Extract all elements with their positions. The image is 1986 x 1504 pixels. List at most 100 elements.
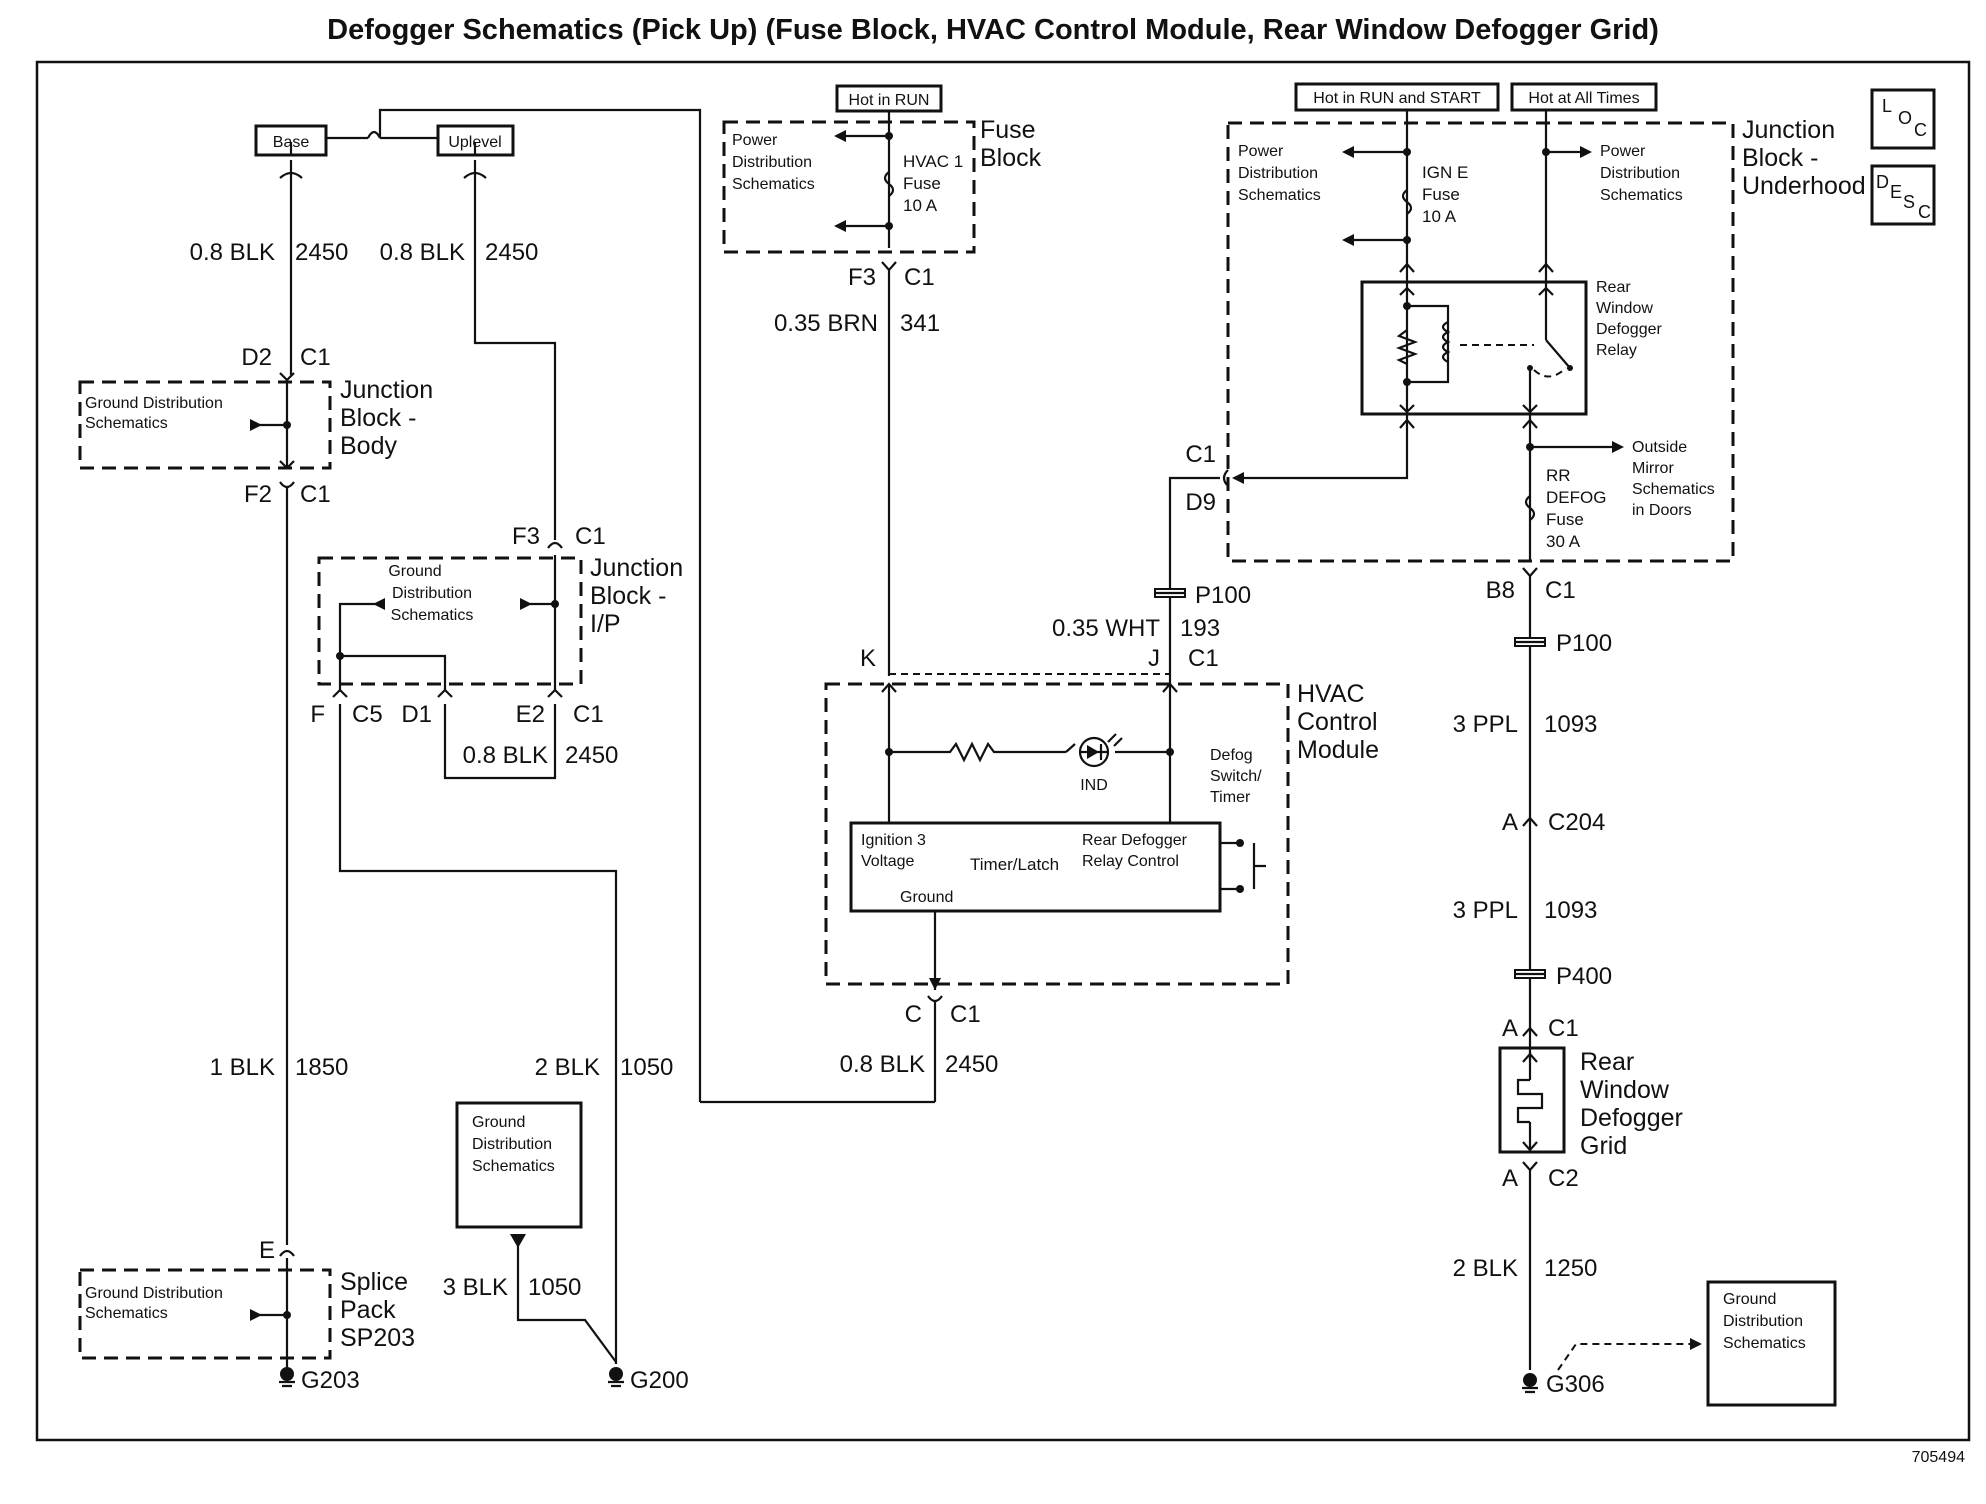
wire-label-gauge: 0.8 BLK [463, 742, 548, 769]
ground-distribution-box-right: Ground Distribution Schematics [1706, 1280, 1837, 1407]
wire-label-gauge: 1 BLK [210, 1054, 275, 1081]
svg-text:Splice: Splice [340, 1268, 408, 1296]
svg-text:Schematics: Schematics [1723, 1335, 1806, 1352]
svg-text:Rear Defogger: Rear Defogger [1082, 832, 1188, 849]
svg-text:Schematics: Schematics [1632, 481, 1715, 498]
svg-text:Block -: Block - [1742, 144, 1818, 172]
svg-text:Junction: Junction [340, 376, 433, 404]
svg-text:Schematics: Schematics [1238, 187, 1321, 204]
outer-frame [35, 60, 1971, 1442]
svg-text:Timer: Timer [1210, 789, 1251, 806]
svg-text:Hot in RUN and START: Hot in RUN and START [1313, 90, 1481, 107]
svg-text:C1: C1 [300, 481, 331, 508]
svg-text:C1: C1 [575, 523, 606, 550]
svg-text:Defogger: Defogger [1580, 1104, 1683, 1132]
junction-block-ip: Ground Distribution Schematics F3 C1 Jun… [310, 523, 683, 728]
connector-p400: P400 [1514, 963, 1612, 990]
tag-hot-in-run-and-start: Hot in RUN and START [1294, 82, 1500, 112]
svg-text:Power: Power [1238, 143, 1284, 160]
svg-text:10 A: 10 A [1422, 207, 1457, 226]
svg-text:I/P: I/P [590, 610, 621, 638]
svg-text:E2: E2 [516, 701, 545, 728]
svg-text:C1: C1 [573, 701, 604, 728]
svg-text:Timer/Latch: Timer/Latch [970, 855, 1059, 874]
svg-text:D2: D2 [241, 344, 272, 371]
svg-text:IGN E: IGN E [1422, 163, 1468, 182]
wire-label-gauge: 3 PPL [1453, 711, 1518, 738]
fuse-block: Power Distribution Schematics HVAC 1 Fus… [722, 111, 1042, 291]
svg-text:Power: Power [1600, 143, 1646, 160]
wire-label-circuit: 1250 [1544, 1255, 1597, 1282]
wire-1050-f-c5 [338, 704, 618, 1364]
wire-label-circuit: 341 [900, 310, 940, 337]
junction-block-underhood: Junction Block - Underhood Power Distrib… [1185, 110, 1866, 604]
svg-text:C5: C5 [352, 701, 383, 728]
svg-text:J: J [1148, 645, 1160, 672]
svg-text:Switch/: Switch/ [1210, 768, 1262, 785]
svg-text:C2: C2 [1548, 1165, 1579, 1192]
wire-label-circuit: 2450 [565, 742, 618, 769]
svg-text:A: A [1502, 1015, 1518, 1042]
svg-text:Distribution: Distribution [1723, 1313, 1803, 1330]
svg-text:C1: C1 [904, 264, 935, 291]
svg-text:Ground Distribution: Ground Distribution [85, 1285, 223, 1302]
svg-text:Relay: Relay [1596, 342, 1637, 359]
svg-text:Power: Power [732, 132, 778, 149]
wire-label-gauge: 0.8 BLK [380, 239, 465, 266]
svg-text:Schematics: Schematics [732, 176, 815, 193]
svg-text:Fuse: Fuse [980, 116, 1036, 144]
svg-text:C1: C1 [1188, 645, 1219, 672]
svg-text:A: A [1502, 809, 1518, 836]
svg-text:Schematics: Schematics [391, 607, 474, 624]
connector-pin: C [905, 1001, 922, 1028]
svg-text:D1: D1 [401, 701, 432, 728]
svg-text:G306: G306 [1546, 1371, 1605, 1398]
connector-p100-upper: P100 [1154, 582, 1251, 609]
wire-label-circuit: 1050 [528, 1274, 581, 1301]
connector-name: C1 [950, 1001, 981, 1028]
ground-g306: G306 [1522, 1371, 1605, 1398]
svg-text:Distribution: Distribution [732, 154, 812, 171]
svg-text:Window: Window [1580, 1076, 1670, 1104]
svg-text:C1: C1 [300, 344, 331, 371]
svg-text:Defogger: Defogger [1596, 321, 1662, 338]
wire-label-circuit: 2450 [945, 1051, 998, 1078]
rear-window-defogger-grid: A C1 Rear Window Defogger Grid A C2 [1498, 1015, 1683, 1192]
splice-pack-sp203: Ground Distribution Schematics E Splice … [78, 1237, 415, 1360]
wire-label-gauge: 0.35 BRN [774, 310, 878, 337]
svg-text:RR: RR [1546, 466, 1571, 485]
figure-id: 705494 [1912, 1449, 1965, 1466]
svg-text:Defog: Defog [1210, 747, 1253, 764]
svg-text:Schematics: Schematics [472, 1158, 555, 1175]
svg-text:L: L [1882, 96, 1892, 116]
svg-text:HVAC: HVAC [1297, 680, 1365, 708]
svg-text:Rear: Rear [1580, 1048, 1634, 1076]
svg-text:B8: B8 [1486, 577, 1515, 604]
svg-text:P100: P100 [1556, 630, 1612, 657]
svg-text:F: F [310, 701, 325, 728]
svg-text:C1: C1 [1548, 1015, 1579, 1042]
svg-text:Outside: Outside [1632, 439, 1687, 456]
wire-label-circuit: 193 [1180, 615, 1220, 642]
svg-text:Block -: Block - [590, 582, 666, 610]
svg-text:P100: P100 [1195, 582, 1251, 609]
svg-text:Block -: Block - [340, 404, 416, 432]
svg-text:Distribution: Distribution [472, 1136, 552, 1153]
dashed-link-to-ground-distribution [1557, 1343, 1690, 1371]
svg-text:Fuse: Fuse [1422, 185, 1460, 204]
svg-text:Ground: Ground [388, 563, 441, 580]
wire-label-circuit: 2450 [485, 239, 538, 266]
svg-text:Block: Block [980, 144, 1042, 172]
svg-text:F2: F2 [244, 481, 272, 508]
svg-text:S: S [1903, 192, 1915, 212]
wire-label-gauge: 0.8 BLK [190, 239, 275, 266]
svg-text:Ground: Ground [1723, 1291, 1776, 1308]
ground-distribution-box-left: Ground Distribution Schematics [455, 1101, 583, 1248]
svg-text:Underhood: Underhood [1742, 172, 1866, 200]
svg-text:in Doors: in Doors [1632, 502, 1692, 519]
ground-g203: G203 [279, 1358, 360, 1394]
junction-block-body: Ground Distribution Schematics Junction … [78, 344, 433, 508]
wire-2450-d1-e2 [443, 704, 557, 780]
wire-2450-uplevel [473, 160, 557, 540]
wire-193 [1168, 476, 1220, 684]
